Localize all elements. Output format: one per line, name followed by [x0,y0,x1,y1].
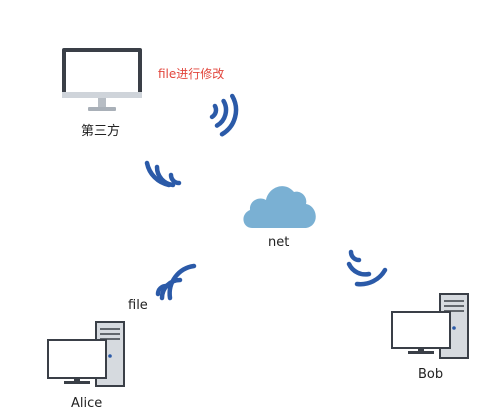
wifi-signal-icon-top [209,93,239,137]
wifi-signal-icon-right [346,249,388,287]
cloud-icon [243,186,316,228]
third-party-label: 第三方 [81,124,121,139]
bob-label: Bob [418,367,444,382]
bob-computer-icon [391,293,469,359]
file-label: file [128,298,148,313]
alice-label: Alice [71,396,103,411]
net-label: net [268,235,290,250]
modify-note-label: file进行修改 [158,67,225,81]
wifi-signal-icon-file [155,263,197,301]
wifi-signal-icon-left [144,160,182,188]
alice-computer-icon [47,321,125,387]
third-party-monitor-icon [62,48,142,111]
